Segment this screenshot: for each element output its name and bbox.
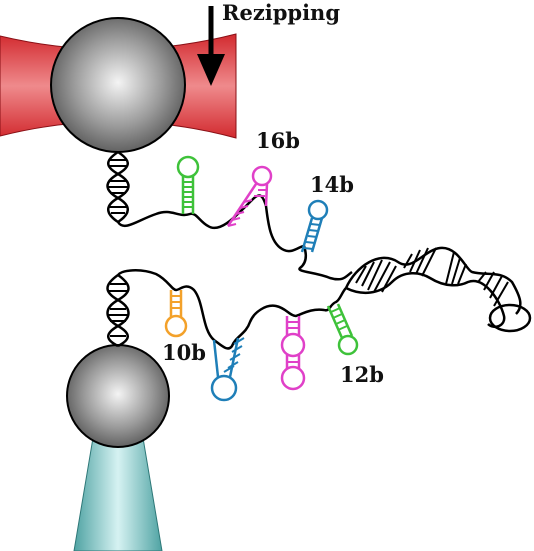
top-bead	[50, 17, 186, 153]
hairpin-magenta-bottom	[280, 316, 306, 391]
hairpin-green-top	[176, 155, 200, 214]
top-dna-handle	[106, 150, 130, 224]
hairpin-green-12b	[326, 303, 359, 356]
hairpin-blue-14b	[300, 199, 329, 253]
bottom-bead	[66, 344, 170, 448]
label-10b: 10b	[162, 340, 206, 365]
hairpin-blue-bottom	[210, 337, 245, 402]
bottom-dna-handle	[106, 273, 130, 348]
label-12b: 12b	[340, 362, 384, 387]
bottom-ssdna-strand	[117, 269, 347, 350]
hairpin-magenta-16b	[226, 165, 273, 227]
label-14b: 14b	[310, 172, 354, 197]
label-16b: 16b	[256, 128, 300, 153]
rezipping-label: Rezipping	[222, 0, 340, 25]
hairpin-orange-10b	[164, 290, 188, 338]
rezipping-arrow	[197, 6, 225, 86]
central-dna-helix	[344, 246, 532, 333]
